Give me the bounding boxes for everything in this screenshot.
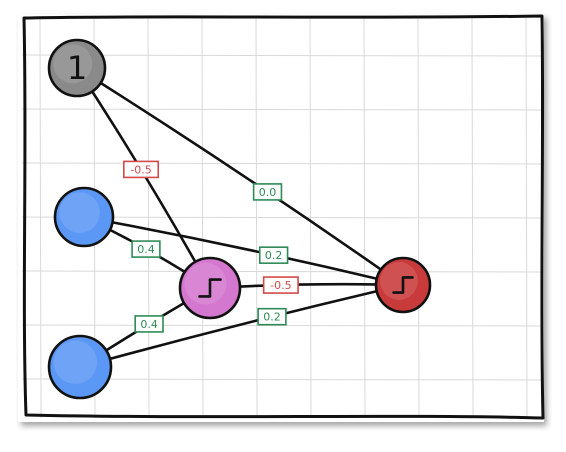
weight-label-box (134, 315, 164, 333)
node-in2-circle (47, 334, 113, 400)
node-highlight (380, 262, 418, 300)
node-out (374, 256, 432, 314)
weight-label-in2-hidden: 0.4 (134, 315, 164, 333)
node-hidden (178, 256, 242, 320)
node-highlight (53, 340, 98, 385)
step-function-icon (392, 276, 414, 294)
weight-label-text: 0.0 (259, 186, 277, 199)
node-highlight (59, 192, 100, 233)
edge-bias-out (75, 66, 405, 287)
node-bias: 1 (47, 38, 107, 98)
node-in1-circle (53, 186, 115, 248)
weight-label-text: 0.4 (140, 318, 158, 331)
weight-label-in2-out: 0.2 (257, 307, 287, 326)
weight-label-bias-out: 0.0 (252, 183, 283, 201)
edge-in2-out (78, 283, 405, 369)
node-in2 (47, 334, 113, 400)
weight-label-box (252, 183, 283, 201)
weight-label-box (131, 240, 161, 258)
node-highlight (184, 262, 227, 305)
weight-label-in1-hidden: 0.4 (131, 240, 161, 258)
node-highlight (53, 44, 93, 84)
weight-label-text: 0.2 (265, 249, 283, 262)
weight-label-text: 0.4 (137, 243, 155, 256)
diagram-frame (22, 14, 545, 420)
weight-labels-layer: -0.5 0.0 0.4 0.2 -0.5 0.4 0.2 (123, 160, 299, 333)
weight-label-box (258, 246, 289, 264)
weight-label-box (257, 307, 287, 326)
grid-lines (22, 18, 542, 418)
weight-label-bias-hidden: -0.5 (123, 160, 160, 179)
weight-label-text: -0.5 (270, 279, 291, 292)
weight-label-hidden-out: -0.5 (262, 276, 299, 294)
step-function-icon (198, 278, 222, 298)
edge-in1-out (82, 215, 405, 287)
weight-label-in1-out: 0.2 (258, 246, 289, 264)
weight-label-box (262, 276, 299, 294)
bias-label: 1 (67, 49, 87, 87)
weight-label-text: 0.2 (263, 311, 281, 324)
nodes-layer: 1 (47, 38, 432, 400)
node-in1 (53, 186, 115, 248)
weight-label-box (123, 160, 160, 179)
weight-label-text: -0.5 (130, 163, 151, 176)
node-bias-circle (47, 38, 107, 98)
